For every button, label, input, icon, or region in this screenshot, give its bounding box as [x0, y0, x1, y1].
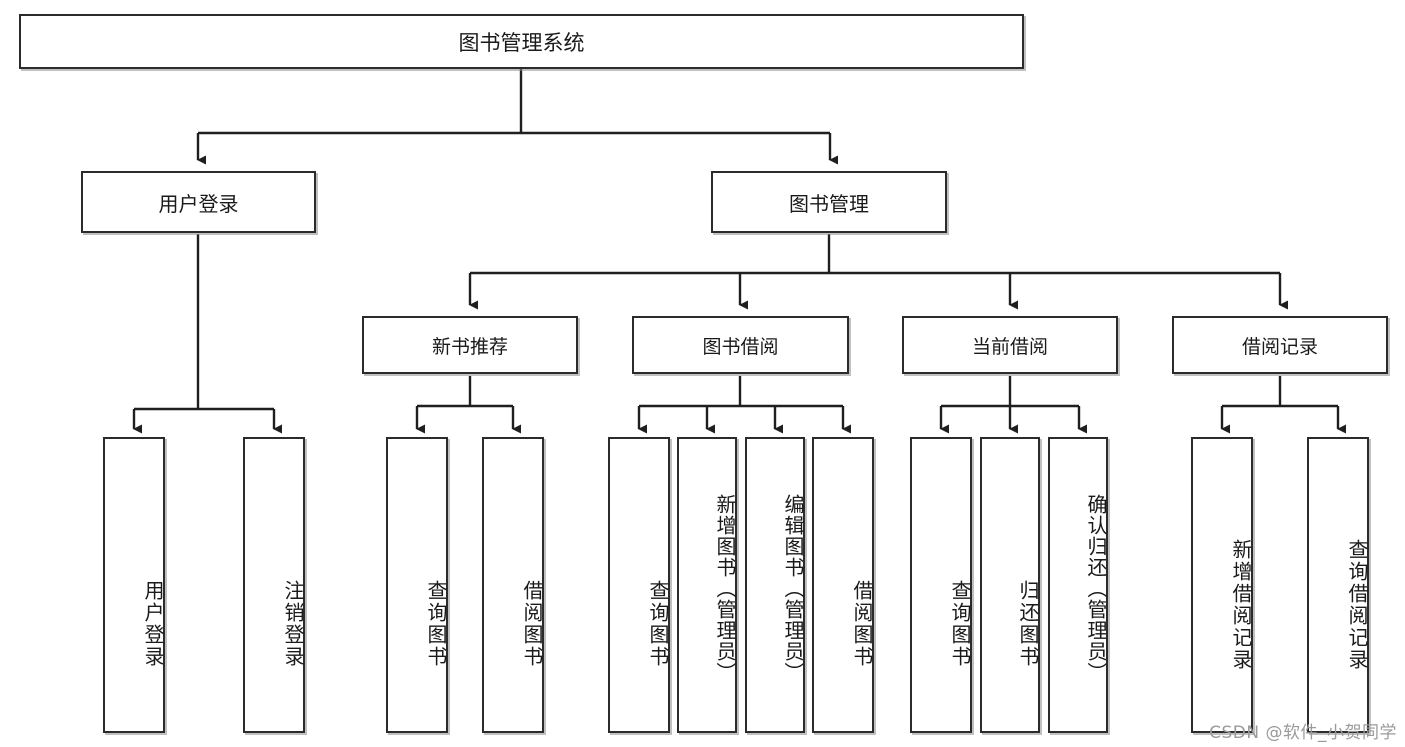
- node-label: 借阅图书: [520, 580, 544, 668]
- node-label: 新增借阅记录: [1229, 539, 1253, 671]
- node-label: 借阅记录: [1241, 335, 1318, 358]
- node-label: 查询图书: [948, 580, 972, 668]
- leaf-recommend-borrow-book[interactable]: 借阅图书: [482, 437, 544, 733]
- leaf-current-confirm-return-admin[interactable]: 确认归还（管理员）: [1048, 437, 1108, 733]
- leaf-recommend-query-book[interactable]: 查询图书: [386, 437, 448, 733]
- leaf-borrow-edit-book-admin[interactable]: 编辑图书（管理员）: [745, 437, 805, 733]
- node-current-borrowing[interactable]: 当前借阅: [902, 316, 1118, 374]
- node-label: 新增图书（管理员）: [713, 493, 737, 683]
- leaf-current-query-book[interactable]: 查询图书: [910, 437, 972, 733]
- node-label: 借阅图书: [850, 580, 874, 668]
- leaf-record-add[interactable]: 新增借阅记录: [1191, 437, 1253, 733]
- node-new-book-recommendation[interactable]: 新书推荐: [362, 316, 578, 374]
- node-label: 查询借阅记录: [1345, 539, 1369, 671]
- node-label: 新书推荐: [431, 335, 508, 358]
- node-label: 确认归还（管理员）: [1084, 493, 1108, 683]
- node-book-management[interactable]: 图书管理: [711, 171, 947, 233]
- node-label: 编辑图书（管理员）: [781, 493, 805, 683]
- node-label: 查询图书: [646, 580, 670, 668]
- node-label: 注销登录: [281, 580, 305, 668]
- node-label: 用户登录: [158, 191, 239, 216]
- leaf-record-query[interactable]: 查询借阅记录: [1307, 437, 1369, 733]
- node-borrowing-record[interactable]: 借阅记录: [1172, 316, 1388, 374]
- csdn-watermark: CSDN @软件_小贺同学: [1209, 723, 1397, 743]
- leaf-logout[interactable]: 注销登录: [243, 437, 305, 733]
- node-root-system[interactable]: 图书管理系统: [19, 14, 1024, 69]
- leaf-borrow-query-book[interactable]: 查询图书: [608, 437, 670, 733]
- node-label: 当前借阅: [971, 335, 1048, 358]
- leaf-current-return-book[interactable]: 归还图书: [980, 437, 1040, 733]
- node-label: 图书管理: [789, 191, 869, 216]
- node-book-borrowing[interactable]: 图书借阅: [632, 316, 849, 374]
- leaf-borrow-add-book-admin[interactable]: 新增图书（管理员）: [677, 437, 737, 733]
- leaf-borrow-borrow-book[interactable]: 借阅图书: [812, 437, 874, 733]
- node-label: 图书借阅: [702, 335, 779, 358]
- node-label: 用户登录: [141, 580, 165, 668]
- node-label: 归还图书: [1016, 580, 1040, 668]
- node-label: 查询图书: [424, 580, 448, 668]
- node-user-login[interactable]: 用户登录: [81, 171, 316, 233]
- leaf-user-login[interactable]: 用户登录: [103, 437, 165, 733]
- node-label: 图书管理系统: [458, 30, 585, 55]
